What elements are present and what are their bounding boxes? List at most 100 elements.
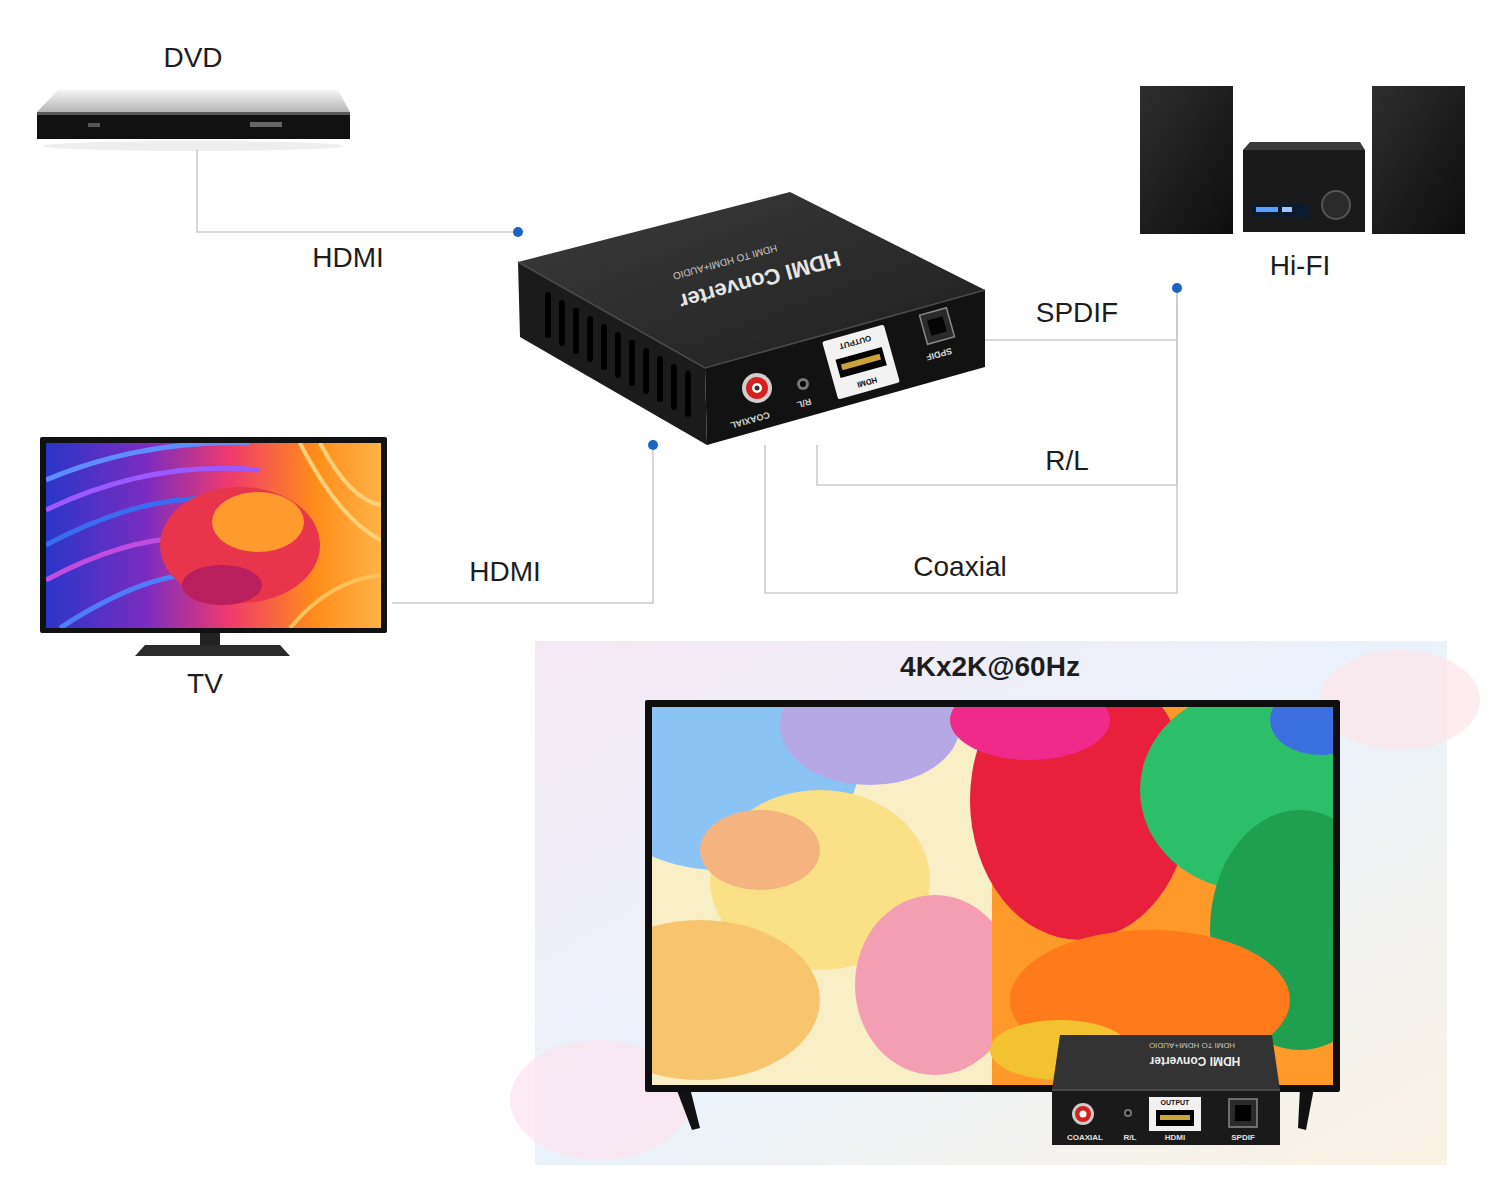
dvd-player	[250, 122, 282, 127]
converter-box	[797, 378, 809, 390]
cable-line	[817, 288, 1177, 485]
port-label: SPDIF	[1231, 1133, 1255, 1142]
dvd-player	[37, 90, 350, 112]
converter-box	[643, 351, 649, 391]
large-tv	[652, 707, 992, 1085]
cable-line	[985, 288, 1177, 340]
tv-set	[212, 492, 304, 552]
small-converter-box	[1156, 1110, 1194, 1126]
hifi-system	[1282, 207, 1292, 212]
large-tv	[1270, 707, 1333, 755]
converter-box	[822, 324, 900, 399]
cable-label: R/L	[1045, 445, 1089, 477]
hifi-system	[1372, 86, 1465, 234]
small-converter-box	[1080, 1111, 1087, 1118]
large-tv	[950, 707, 1110, 760]
converter-box	[742, 373, 772, 403]
hifi-system	[1243, 142, 1365, 150]
device-label: TV	[187, 668, 223, 700]
cable-line	[392, 445, 653, 603]
cable-line	[765, 288, 1177, 593]
converter-box	[746, 377, 768, 399]
resolution-panel: 4Kx2K@60HzHDMI Converter HDMI TO HDMI+AUD…	[535, 641, 1447, 1165]
device-label: Hi-FI	[1270, 250, 1331, 282]
small-converter-box	[1126, 1111, 1130, 1115]
hifi-system: Hi-FI	[1136, 80, 1470, 288]
device-subtitle: HDMI TO HDMI+AUDIO	[1149, 1040, 1235, 1049]
cable-label: Coaxial	[913, 551, 1006, 583]
tv-set	[200, 633, 220, 645]
device-label: 4Kx2K@60Hz	[900, 651, 1080, 683]
converter-box	[657, 359, 663, 399]
resolution-panel	[1320, 650, 1480, 750]
small-converter-box	[1235, 1105, 1251, 1121]
cable-label: SPDIF	[1036, 297, 1118, 329]
connector-dot	[1172, 283, 1182, 293]
large-tv	[652, 707, 1333, 1085]
hifi-system	[1140, 86, 1465, 234]
hifi-system	[1256, 207, 1278, 212]
small-converter-box	[1052, 1090, 1280, 1145]
small-converter-box	[1052, 1035, 1280, 1090]
dvd-player	[37, 112, 350, 115]
tv-set	[135, 645, 290, 656]
port-label: R/L	[796, 396, 813, 410]
port-label: COAXIAL	[729, 410, 771, 431]
connector-dot	[513, 227, 523, 237]
port-label: OUTPUT	[838, 333, 872, 351]
tv-set	[40, 437, 387, 633]
large-tv	[676, 1088, 700, 1130]
small-converter-box	[1229, 1099, 1257, 1127]
converter-box	[919, 308, 954, 344]
port-label: R/L	[1124, 1133, 1137, 1142]
small-converter-box	[1052, 1035, 1280, 1145]
converter-box	[927, 316, 947, 336]
cable-label: HDMI	[469, 556, 541, 588]
tv-set	[46, 443, 381, 628]
tv-set	[46, 443, 381, 628]
converter-box	[518, 192, 985, 445]
tv-set	[300, 443, 381, 540]
hifi-system	[1322, 191, 1350, 219]
hdmi-converter: HDMI ConverterHDMI TO HDMI+AUDIO	[518, 192, 985, 445]
tv-set: TV	[36, 432, 392, 704]
port-label: HDMI	[1165, 1133, 1185, 1142]
converter-box	[822, 324, 900, 399]
large-tv	[1298, 1088, 1314, 1130]
cable-line	[197, 150, 518, 232]
converter-box	[548, 295, 688, 414]
device-label: DVD	[163, 42, 222, 74]
device-label: HDMI Converter	[1150, 1053, 1241, 1067]
dvd-player: DVD	[30, 36, 360, 150]
port-label: SPDIF	[925, 345, 953, 362]
hifi-system	[1252, 203, 1310, 217]
small-converter-box	[1160, 1115, 1190, 1120]
connector-dot	[648, 440, 658, 450]
resolution-panel	[510, 641, 1480, 1165]
port-label: HDMI	[856, 375, 878, 389]
tv-set	[290, 575, 381, 628]
dvd-player	[88, 123, 100, 127]
resolution-panel	[535, 641, 1447, 1165]
converter-box	[629, 343, 635, 383]
converter-box	[705, 290, 985, 445]
small-converter-box	[1149, 1097, 1201, 1131]
converter-box	[752, 383, 762, 393]
dvd-player	[37, 90, 350, 151]
hifi-system	[1140, 86, 1233, 234]
hifi-system	[1243, 150, 1365, 232]
small-converter-box	[1124, 1109, 1132, 1117]
cable-label: HDMI	[312, 242, 384, 274]
converter-box	[800, 381, 806, 387]
small-converter-box	[1052, 1089, 1280, 1091]
converter-box	[615, 335, 621, 375]
tv-set	[40, 437, 387, 656]
hdmi-converter: HDMI Converter HDMI TO HDMI+AUDIO	[1052, 1035, 1280, 1145]
tv-set	[182, 565, 262, 605]
converter-box	[755, 386, 760, 391]
converter-box	[601, 327, 607, 367]
tv-set	[320, 443, 381, 505]
dvd-player	[37, 112, 350, 139]
